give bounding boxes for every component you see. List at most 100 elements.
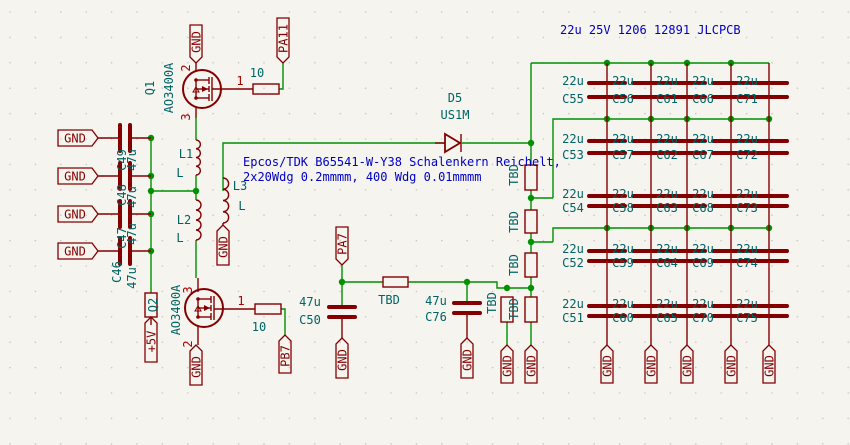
pb7-label-flag (278, 334, 292, 374)
grid-dot (161, 239, 164, 242)
grid-dot (212, 189, 214, 191)
grid-dot (237, 112, 240, 115)
grid-dot (822, 11, 824, 13)
cap-bank-value: 22u (736, 297, 758, 311)
divider-r2 (524, 209, 538, 234)
c76-gnd-label-flag (460, 337, 474, 379)
cap-bank-gnd-label: GND (725, 355, 739, 377)
grid-dot (822, 265, 824, 267)
grid-dot (796, 316, 799, 318)
cap-bank-ref: C64 (656, 256, 678, 270)
grid-dot (60, 239, 62, 242)
grid-dot (34, 214, 37, 216)
grid-dot (9, 265, 11, 267)
grid-dot (85, 316, 87, 318)
grid-dot (187, 11, 189, 13)
grid-dot (822, 392, 824, 394)
divider-gnd-label-flag (524, 344, 538, 384)
grid-dot (771, 341, 773, 344)
grid-dot (695, 341, 697, 344)
grid-dot (593, 443, 595, 445)
grid-dot (618, 290, 621, 293)
plus5v-label: +5V (145, 331, 159, 353)
grid-dot (669, 163, 672, 166)
grid-dot (288, 214, 291, 216)
grid-dot (390, 316, 392, 318)
grid-dot (60, 36, 62, 39)
grid-dot (364, 163, 367, 166)
grid-dot (161, 112, 164, 115)
grid-dot (237, 366, 240, 369)
grid-dot (771, 366, 773, 369)
cap-bank-value: 22u (612, 74, 634, 88)
grid-dot (542, 239, 545, 242)
grid-dot (491, 316, 494, 318)
q2-gate-resistor-value: 10 (252, 320, 266, 334)
grid-dot (9, 163, 11, 166)
grid-dot (568, 316, 570, 318)
grid-dot (847, 112, 849, 115)
grid-dot (364, 341, 367, 344)
grid-dot (339, 265, 342, 267)
divider-r4 (524, 296, 538, 323)
grid-dot (85, 11, 87, 13)
grid-dot (415, 443, 418, 445)
grid-dot (85, 189, 87, 191)
c50-gnd-label-flag (335, 337, 349, 379)
grid-dot (288, 87, 291, 89)
grid-dot (644, 443, 646, 445)
grid-dot (695, 239, 697, 242)
grid-dot (339, 112, 342, 115)
grid-dot (364, 366, 367, 369)
grid-dot (288, 392, 291, 394)
grid-dot (745, 189, 748, 191)
grid-dot (593, 392, 595, 394)
grid-dot (771, 239, 773, 242)
grid-dot (745, 239, 748, 242)
grid-dot (720, 36, 722, 39)
grid-dot (720, 265, 722, 267)
grid-dot (110, 112, 113, 115)
grid-dot (466, 341, 469, 344)
grid-dot (669, 112, 672, 115)
grid-dot (60, 316, 62, 318)
grid-dot (237, 265, 240, 267)
grid-dot (60, 290, 62, 293)
grid-dot (110, 11, 113, 13)
cap-bank-value: 22u (692, 132, 714, 146)
wire (408, 281, 531, 289)
cap-bank-gnd-label: GND (601, 355, 615, 377)
grid-dot (415, 62, 418, 64)
d5-ref: D5 (448, 91, 462, 105)
grid-dot (263, 417, 265, 420)
grid-dot (517, 87, 519, 89)
q2-value: AO3400A (169, 284, 183, 335)
grid-dot (415, 341, 418, 344)
grid-dot (796, 341, 799, 344)
cap-bank-value: 22u (562, 297, 584, 311)
q1-body-diode (192, 86, 200, 93)
grid-dot (466, 87, 469, 89)
divider-r4-value: TBD (485, 292, 499, 314)
cap-bank-value: 22u (612, 187, 634, 201)
l2-ref: L2 (177, 213, 191, 227)
grid-dot (9, 87, 11, 89)
grid-dot (60, 265, 62, 267)
q1-ref: Q1 (143, 81, 157, 95)
grid-dot (822, 417, 824, 420)
grid-dot (136, 36, 138, 39)
l1-ref: L1 (179, 147, 193, 161)
grid-dot (695, 417, 697, 420)
cap-bank-value: 22u (736, 132, 758, 146)
grid-dot (720, 417, 722, 420)
grid-dot (364, 112, 367, 115)
cap-bank-ref: C69 (692, 256, 714, 270)
grid-dot (745, 417, 748, 420)
grid-dot (288, 62, 291, 64)
grid-dot (314, 163, 316, 166)
wire (279, 63, 284, 90)
grid-dot (618, 11, 621, 13)
grid-dot (542, 36, 545, 39)
grid-dot (847, 36, 849, 39)
grid-dot (415, 316, 418, 318)
